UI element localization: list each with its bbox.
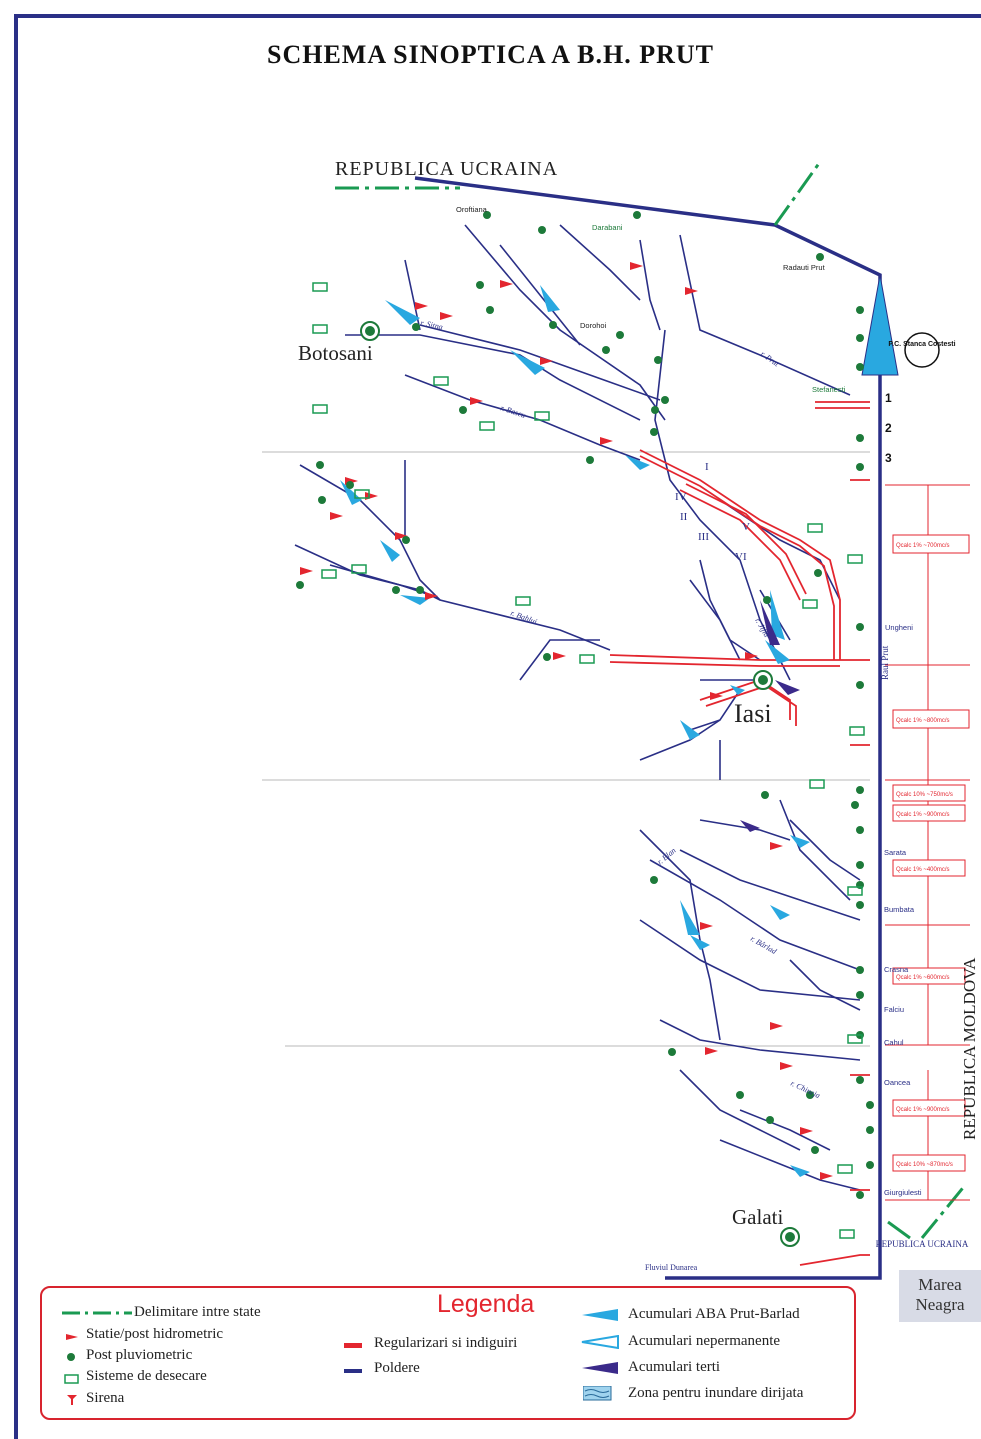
legend-hydrometric: Statie/post hidrometric: [86, 1326, 224, 1342]
dam-label: P.C. Stanca Costesti: [888, 341, 955, 348]
svg-text:Qcalc 1% ~400mc/s: Qcalc 1% ~400mc/s: [896, 867, 950, 873]
svg-text:Cahul: Cahul: [884, 1038, 904, 1047]
map-frame: [14, 14, 981, 1439]
city-botosani: Botosani: [298, 341, 373, 365]
country-south: REPUBLICA UCRAINA: [876, 1239, 969, 1249]
legend-title: Legenda: [437, 1290, 535, 1318]
legend-regulation: Regularizari si indiguiri: [374, 1335, 518, 1351]
svg-text:Giurgiulesti: Giurgiulesti: [884, 1188, 922, 1197]
svg-text:IV: IV: [675, 491, 687, 503]
regulation-icon: [344, 1343, 362, 1348]
town-labels: Oroftiana Dorohoi Radauti Prut Stefanest…: [456, 205, 922, 1197]
svg-text:Crasna: Crasna: [884, 965, 909, 974]
legend-desiccation: Sisteme de desecare: [86, 1368, 207, 1384]
legend-reservoir-nonpermanent: Acumulari nepermanente: [628, 1333, 781, 1349]
svg-text:Oancea: Oancea: [884, 1078, 911, 1087]
dam-reservoir: P.C. Stanca Costesti: [861, 274, 956, 376]
reservoirs: [340, 285, 810, 1177]
desiccation-icon: [64, 1374, 79, 1384]
pluviometric-icon: [67, 1353, 75, 1361]
svg-text:VI: VI: [735, 551, 747, 563]
legend-box: Legenda Delimitare intre state Statie/po…: [40, 1286, 856, 1420]
legend-state-border: Delimitare intre state: [134, 1304, 261, 1320]
svg-text:Qcalc 1% ~600mc/s: Qcalc 1% ~600mc/s: [896, 975, 950, 981]
prut-section-label: Raul Prut: [880, 645, 890, 680]
svg-text:Qcalc 1% ~700mc/s: Qcalc 1% ~700mc/s: [896, 543, 950, 549]
legend-flood-zone: Zona pentru inundare dirijata: [628, 1385, 804, 1401]
svg-text:Qcalc 1% ~800mc/s: Qcalc 1% ~800mc/s: [896, 718, 950, 724]
legend-polder: Poldere: [374, 1360, 420, 1376]
svg-text:Dorohoi: Dorohoi: [580, 321, 607, 330]
svg-text:Qcalc 10% ~870mc/s: Qcalc 10% ~870mc/s: [896, 1162, 953, 1168]
svg-text:Falciu: Falciu: [884, 1005, 904, 1014]
siren-icon: [67, 1395, 77, 1405]
svg-text:r. Sitna: r. Sitna: [420, 318, 444, 332]
polder-icon: [344, 1369, 362, 1373]
svg-text:III: III: [698, 531, 709, 543]
cities: Botosani Iasi Galati: [298, 321, 800, 1247]
subbasin-dividers: [262, 451, 870, 1047]
svg-text:r. Chineja: r. Chineja: [789, 1079, 821, 1100]
reservoir-aba-icon: [582, 1309, 618, 1321]
flow-boxes: Qcalc 1% ~700mc/s Qcalc 1% ~800mc/s Qcal…: [892, 534, 970, 1172]
desiccation-systems: [312, 282, 865, 1239]
prut-sections: [885, 484, 970, 1201]
black-sea-label: Marea Neagra: [899, 1270, 981, 1322]
country-north: REPUBLICA UCRAINA: [335, 158, 558, 180]
svg-text:r. Bârlad: r. Bârlad: [749, 934, 779, 957]
svg-text:Radauti Prut: Radauti Prut: [783, 263, 826, 272]
svg-text:II: II: [680, 511, 688, 523]
svg-text:3: 3: [885, 451, 892, 465]
legend-reservoir-third: Acumulari terti: [628, 1359, 721, 1375]
flood-zone-icon: [583, 1386, 612, 1401]
svg-text:Fluviul Dunarea: Fluviul Dunarea: [645, 1263, 698, 1272]
prut-segments: 1 2 3: [885, 391, 892, 465]
reservoir-third-icon: [582, 1362, 618, 1374]
svg-text:r. Baseu: r. Baseu: [499, 403, 526, 420]
city-iasi: Iasi: [734, 699, 772, 728]
state-border-icon: [62, 1311, 132, 1315]
svg-text:Ungheni: Ungheni: [885, 623, 913, 632]
roman-sections: I II III IV V VI: [675, 461, 750, 563]
tributaries: [294, 224, 861, 1191]
svg-text:Bumbata: Bumbata: [884, 905, 915, 914]
regularizations: [609, 401, 870, 1266]
svg-text:Qcalc 1% ~900mc/s: Qcalc 1% ~900mc/s: [896, 1107, 950, 1113]
legend-siren: Sirena: [86, 1390, 125, 1406]
legend-pluviometric: Post pluviometric: [86, 1347, 193, 1363]
city-galati: Galati: [732, 1205, 783, 1229]
svg-text:r. Bahlui: r. Bahlui: [509, 608, 538, 626]
svg-text:r. Prut: r. Prut: [759, 349, 782, 369]
map-title: SCHEMA SINOPTICA A B.H. PRUT: [267, 40, 714, 69]
third-party-reservoirs: [740, 600, 800, 832]
svg-text:Oroftiana: Oroftiana: [456, 205, 488, 214]
svg-text:Stefanesti: Stefanesti: [812, 385, 846, 394]
svg-text:2: 2: [885, 421, 892, 435]
svg-text:Qcalc 10% ~750mc/s: Qcalc 10% ~750mc/s: [896, 792, 953, 798]
svg-text:V: V: [742, 521, 750, 533]
svg-text:Sarata: Sarata: [884, 848, 907, 857]
country-east: REPUBLICA MOLDOVA: [960, 957, 979, 1140]
hydrometric-stations: [300, 262, 833, 1180]
svg-text:Qcalc 1% ~900mc/s: Qcalc 1% ~900mc/s: [896, 812, 950, 818]
pluviometric-posts: [296, 211, 874, 1199]
reservoir-nonpermanent-icon: [581, 1335, 619, 1349]
legend-reservoir-aba: Acumulari ABA Prut-Barlad: [628, 1306, 800, 1322]
svg-text:Darabani: Darabani: [592, 223, 623, 232]
svg-text:I: I: [705, 461, 709, 473]
svg-text:1: 1: [885, 391, 892, 405]
hydrometric-icon: [66, 1334, 78, 1340]
